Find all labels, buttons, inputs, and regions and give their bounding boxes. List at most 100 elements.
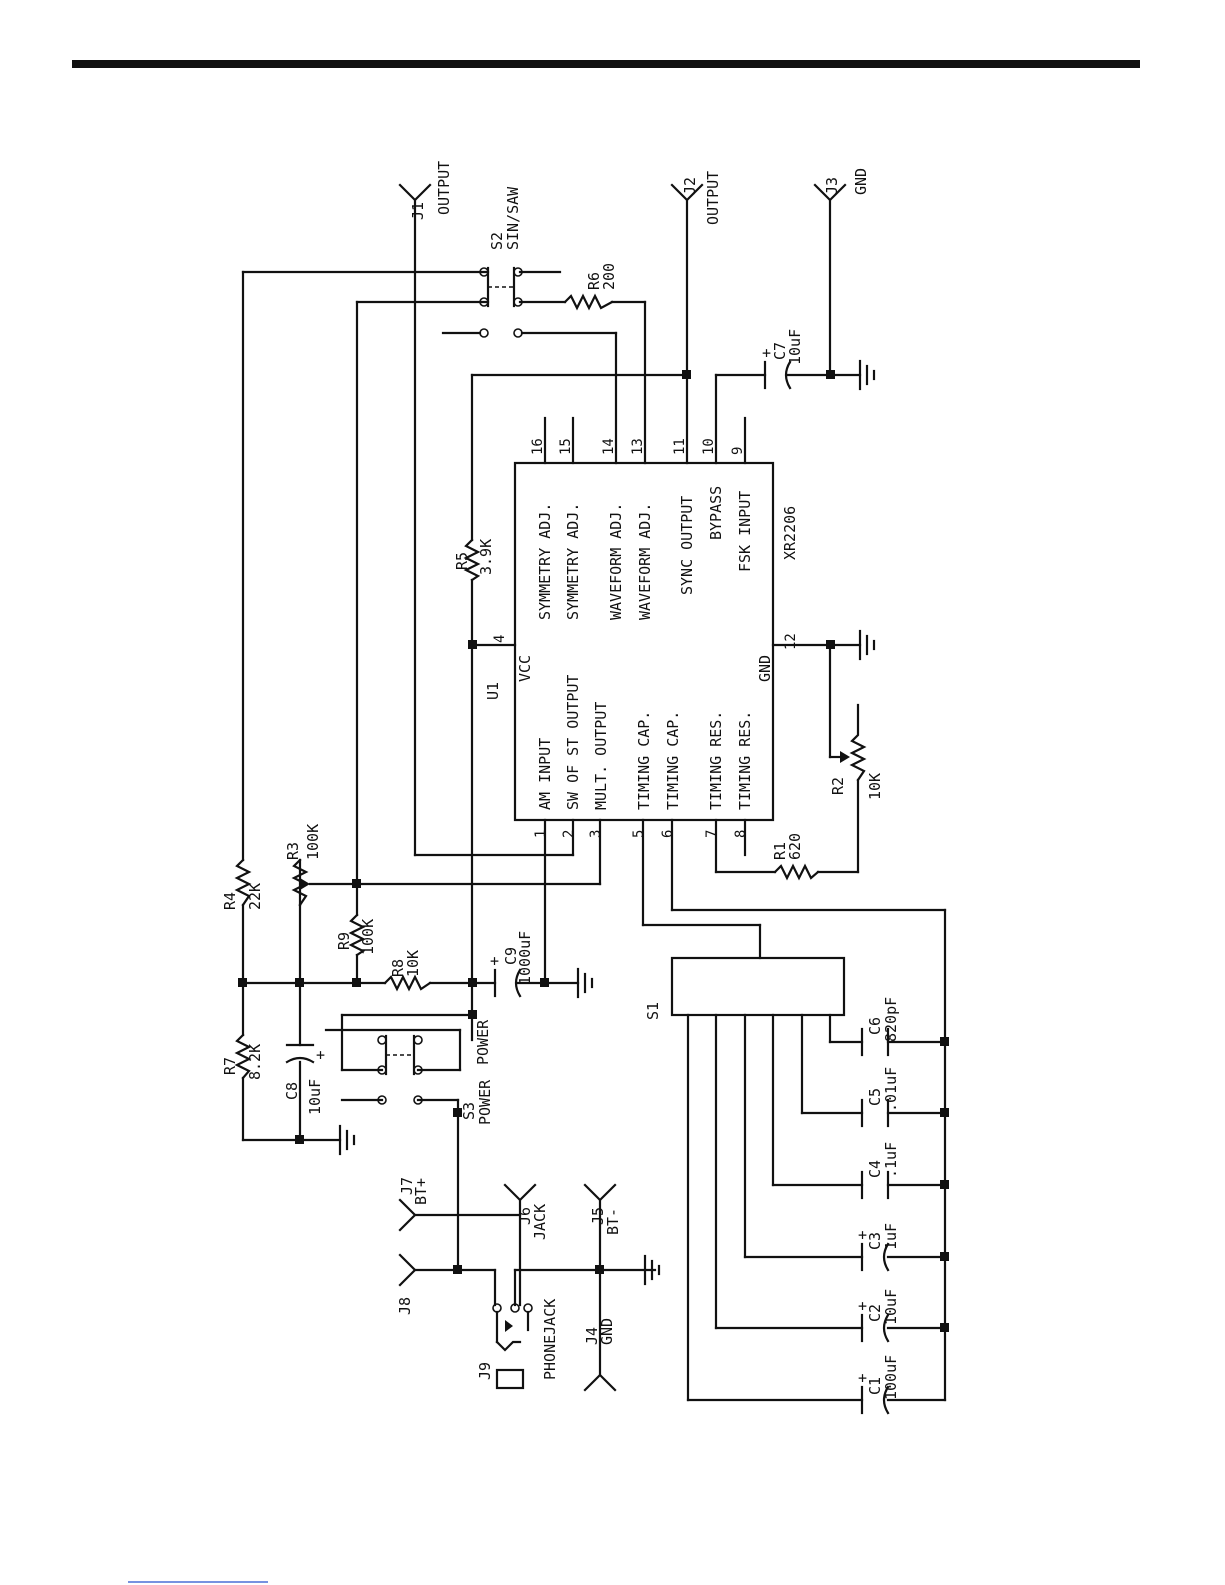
potentiometer-r3 — [291, 858, 310, 907]
ic-pin-num: 1 — [533, 830, 549, 838]
switch-s3 — [377, 1034, 423, 1105]
ic-pin-num: 4 — [492, 635, 508, 643]
ic-pin-name: WAVEFORM ADJ. — [607, 503, 625, 620]
connector-j6 — [503, 1183, 537, 1202]
plus-sign: + — [762, 344, 771, 362]
top-rule — [72, 60, 1140, 68]
ic-pin-num: 11 — [672, 438, 688, 455]
connector-j7 — [398, 1198, 417, 1232]
potentiometer-r2 — [840, 703, 867, 782]
c7-ref: C7 — [771, 342, 789, 360]
j5-label: BT- — [604, 1208, 622, 1235]
c8-value: 10uF — [306, 1079, 324, 1115]
ic-pin-num: 3 — [588, 830, 604, 838]
ic-pin-name: BYPASS — [707, 486, 725, 540]
ic-pin-num: 9 — [730, 447, 746, 455]
r9-ref: R9 — [335, 932, 353, 950]
connector-j2 — [670, 183, 704, 202]
r6-ref: R6 — [585, 272, 603, 290]
ic-pin-num: 7 — [704, 830, 720, 838]
j5-ref: J5 — [589, 1207, 607, 1225]
c3-value: 1uF — [882, 1223, 900, 1250]
capacitor-c5 — [860, 1098, 890, 1128]
ic-pin-name: AM INPUT — [536, 738, 554, 810]
j7-label: BT+ — [412, 1178, 430, 1205]
j4-ref: J4 — [583, 1327, 601, 1345]
j2-ref: J2 — [681, 177, 699, 195]
capacitor-c9 — [493, 968, 522, 998]
c2-value: 10uF — [882, 1289, 900, 1325]
c9-ref: C9 — [502, 947, 520, 965]
plus-sign: + — [490, 952, 499, 970]
r1-value: 620 — [786, 833, 804, 860]
ic-pin-num: 2 — [561, 830, 577, 838]
resistor-r6 — [563, 293, 614, 311]
ic-pin-name: WAVEFORM ADJ. — [636, 503, 654, 620]
s3-label-power-top: POWER — [474, 1019, 492, 1065]
connector-j4 — [583, 1373, 617, 1392]
r5-value: 3.9K — [477, 539, 495, 575]
j1-label: OUTPUT — [435, 161, 453, 215]
ic-pin-num: 6 — [660, 830, 676, 838]
ic-pin-num: 12 — [783, 633, 799, 650]
ic-pin-name: TIMING RES. — [707, 711, 725, 810]
ic-pin-num: 14 — [601, 438, 617, 455]
c1-ref: C1 — [866, 1377, 884, 1395]
ic-u1 — [470, 198, 832, 985]
r6-value: 200 — [600, 263, 618, 290]
connector-j1 — [398, 183, 432, 202]
j1-ref: J1 — [409, 202, 427, 220]
ic-part-label: XR2206 — [781, 506, 799, 560]
ic-pin-name: MULT. OUTPUT — [592, 702, 610, 810]
s2-ref: S2 — [488, 232, 506, 250]
ic-pin-name: TIMING CAP. — [635, 711, 653, 810]
capacitor-c1 — [860, 1385, 890, 1415]
s3-ref: S3 — [460, 1102, 478, 1120]
resistor-r9 — [348, 913, 366, 957]
resistor-r7 — [234, 1033, 252, 1080]
c1-value: 100uF — [882, 1355, 900, 1400]
capacitor-c8 — [285, 1043, 315, 1064]
c5-value: .01uF — [882, 1067, 900, 1112]
c7-value: 10uF — [786, 329, 804, 365]
j4-label: GND — [598, 1318, 616, 1345]
c3-ref: C3 — [866, 1232, 884, 1250]
ic-pin-name: SYMMETRY ADJ. — [536, 503, 554, 620]
resistor-r1 — [773, 863, 820, 881]
ic-pin-name: SW OF ST OUTPUT — [564, 675, 582, 810]
r7-value: 8.2K — [246, 1044, 264, 1080]
plus-sign: + — [316, 1046, 325, 1064]
connector-j8 — [398, 1253, 417, 1287]
r2-value: 10K — [866, 773, 884, 800]
rotary-switch-s1 — [670, 956, 846, 1017]
resistor-r4 — [234, 858, 252, 907]
c6-value: 820pF — [882, 997, 900, 1042]
r4-ref: R4 — [221, 892, 239, 910]
s3-label: POWER — [476, 1079, 494, 1125]
ic-pin-name: SYNC OUTPUT — [678, 496, 696, 595]
plus-sign: + — [858, 1297, 867, 1315]
resistor-r8 — [383, 974, 432, 992]
ic-ref-label: U1 — [484, 682, 502, 700]
junction-dots — [238, 370, 949, 1332]
capacitor-c2 — [860, 1313, 890, 1343]
ic-pin-name: FSK INPUT — [736, 491, 754, 572]
r5-ref: R5 — [453, 552, 471, 570]
switch-s2 — [479, 266, 523, 338]
s1-ref: S1 — [644, 1002, 662, 1020]
r2-ref: R2 — [829, 777, 847, 795]
ic-pin-name: TIMING CAP. — [664, 711, 682, 810]
r7-ref: R7 — [221, 1057, 239, 1075]
ic-pin-name: TIMING RES. — [736, 711, 754, 810]
j3-label: GND — [852, 168, 870, 195]
plus-sign: + — [858, 1369, 867, 1387]
ic-pin-num: 10 — [701, 438, 717, 455]
c2-ref: C2 — [866, 1304, 884, 1322]
j3-ref: J3 — [823, 177, 841, 195]
capacitor-c4 — [860, 1170, 890, 1200]
c4-value: .1uF — [882, 1142, 900, 1178]
c4-ref: C4 — [866, 1160, 884, 1178]
r4-value: 22K — [246, 883, 264, 910]
